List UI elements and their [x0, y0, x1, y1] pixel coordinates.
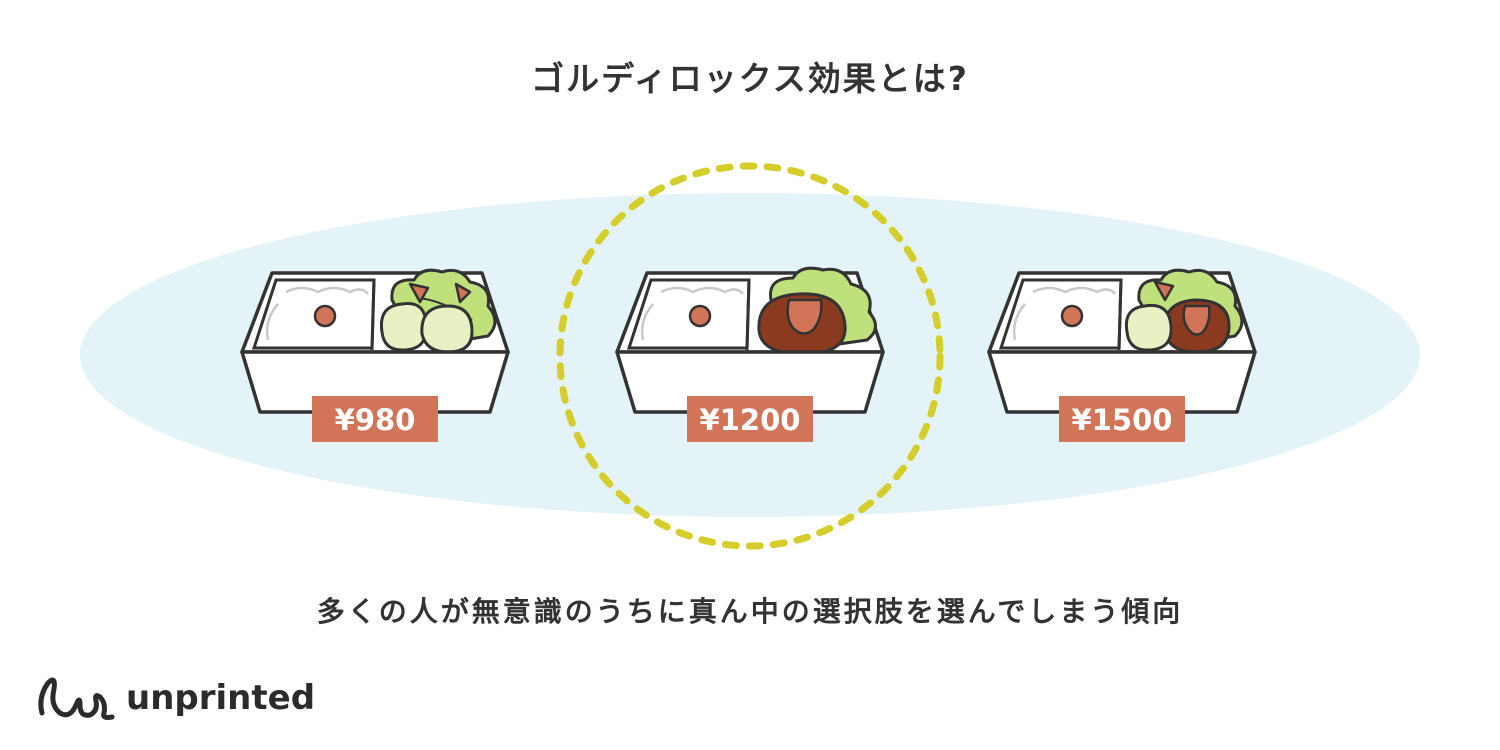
price-label: ¥1200 — [700, 403, 801, 437]
price-tag — [687, 396, 813, 442]
bento-tempura-icon: ¥980 — [240, 268, 510, 442]
bento-hamburg-icon: ¥1200 — [615, 266, 885, 442]
brand-logo: unprinted — [36, 668, 315, 728]
caption: 多くの人が無意識のうちに真ん中の選択肢を選んでしまう傾向 — [316, 595, 1184, 628]
page-title: ゴルディロックス効果とは? — [531, 59, 969, 98]
price-tag — [312, 396, 438, 442]
price-label: ¥980 — [335, 403, 416, 437]
unprinted-logo-icon — [38, 677, 115, 720]
price-tag — [1059, 396, 1185, 442]
brand-name: unprinted — [126, 678, 316, 718]
bento-deluxe-icon: ¥1500 — [987, 268, 1257, 442]
highlight-circle — [556, 162, 944, 550]
price-label: ¥1500 — [1072, 403, 1173, 437]
